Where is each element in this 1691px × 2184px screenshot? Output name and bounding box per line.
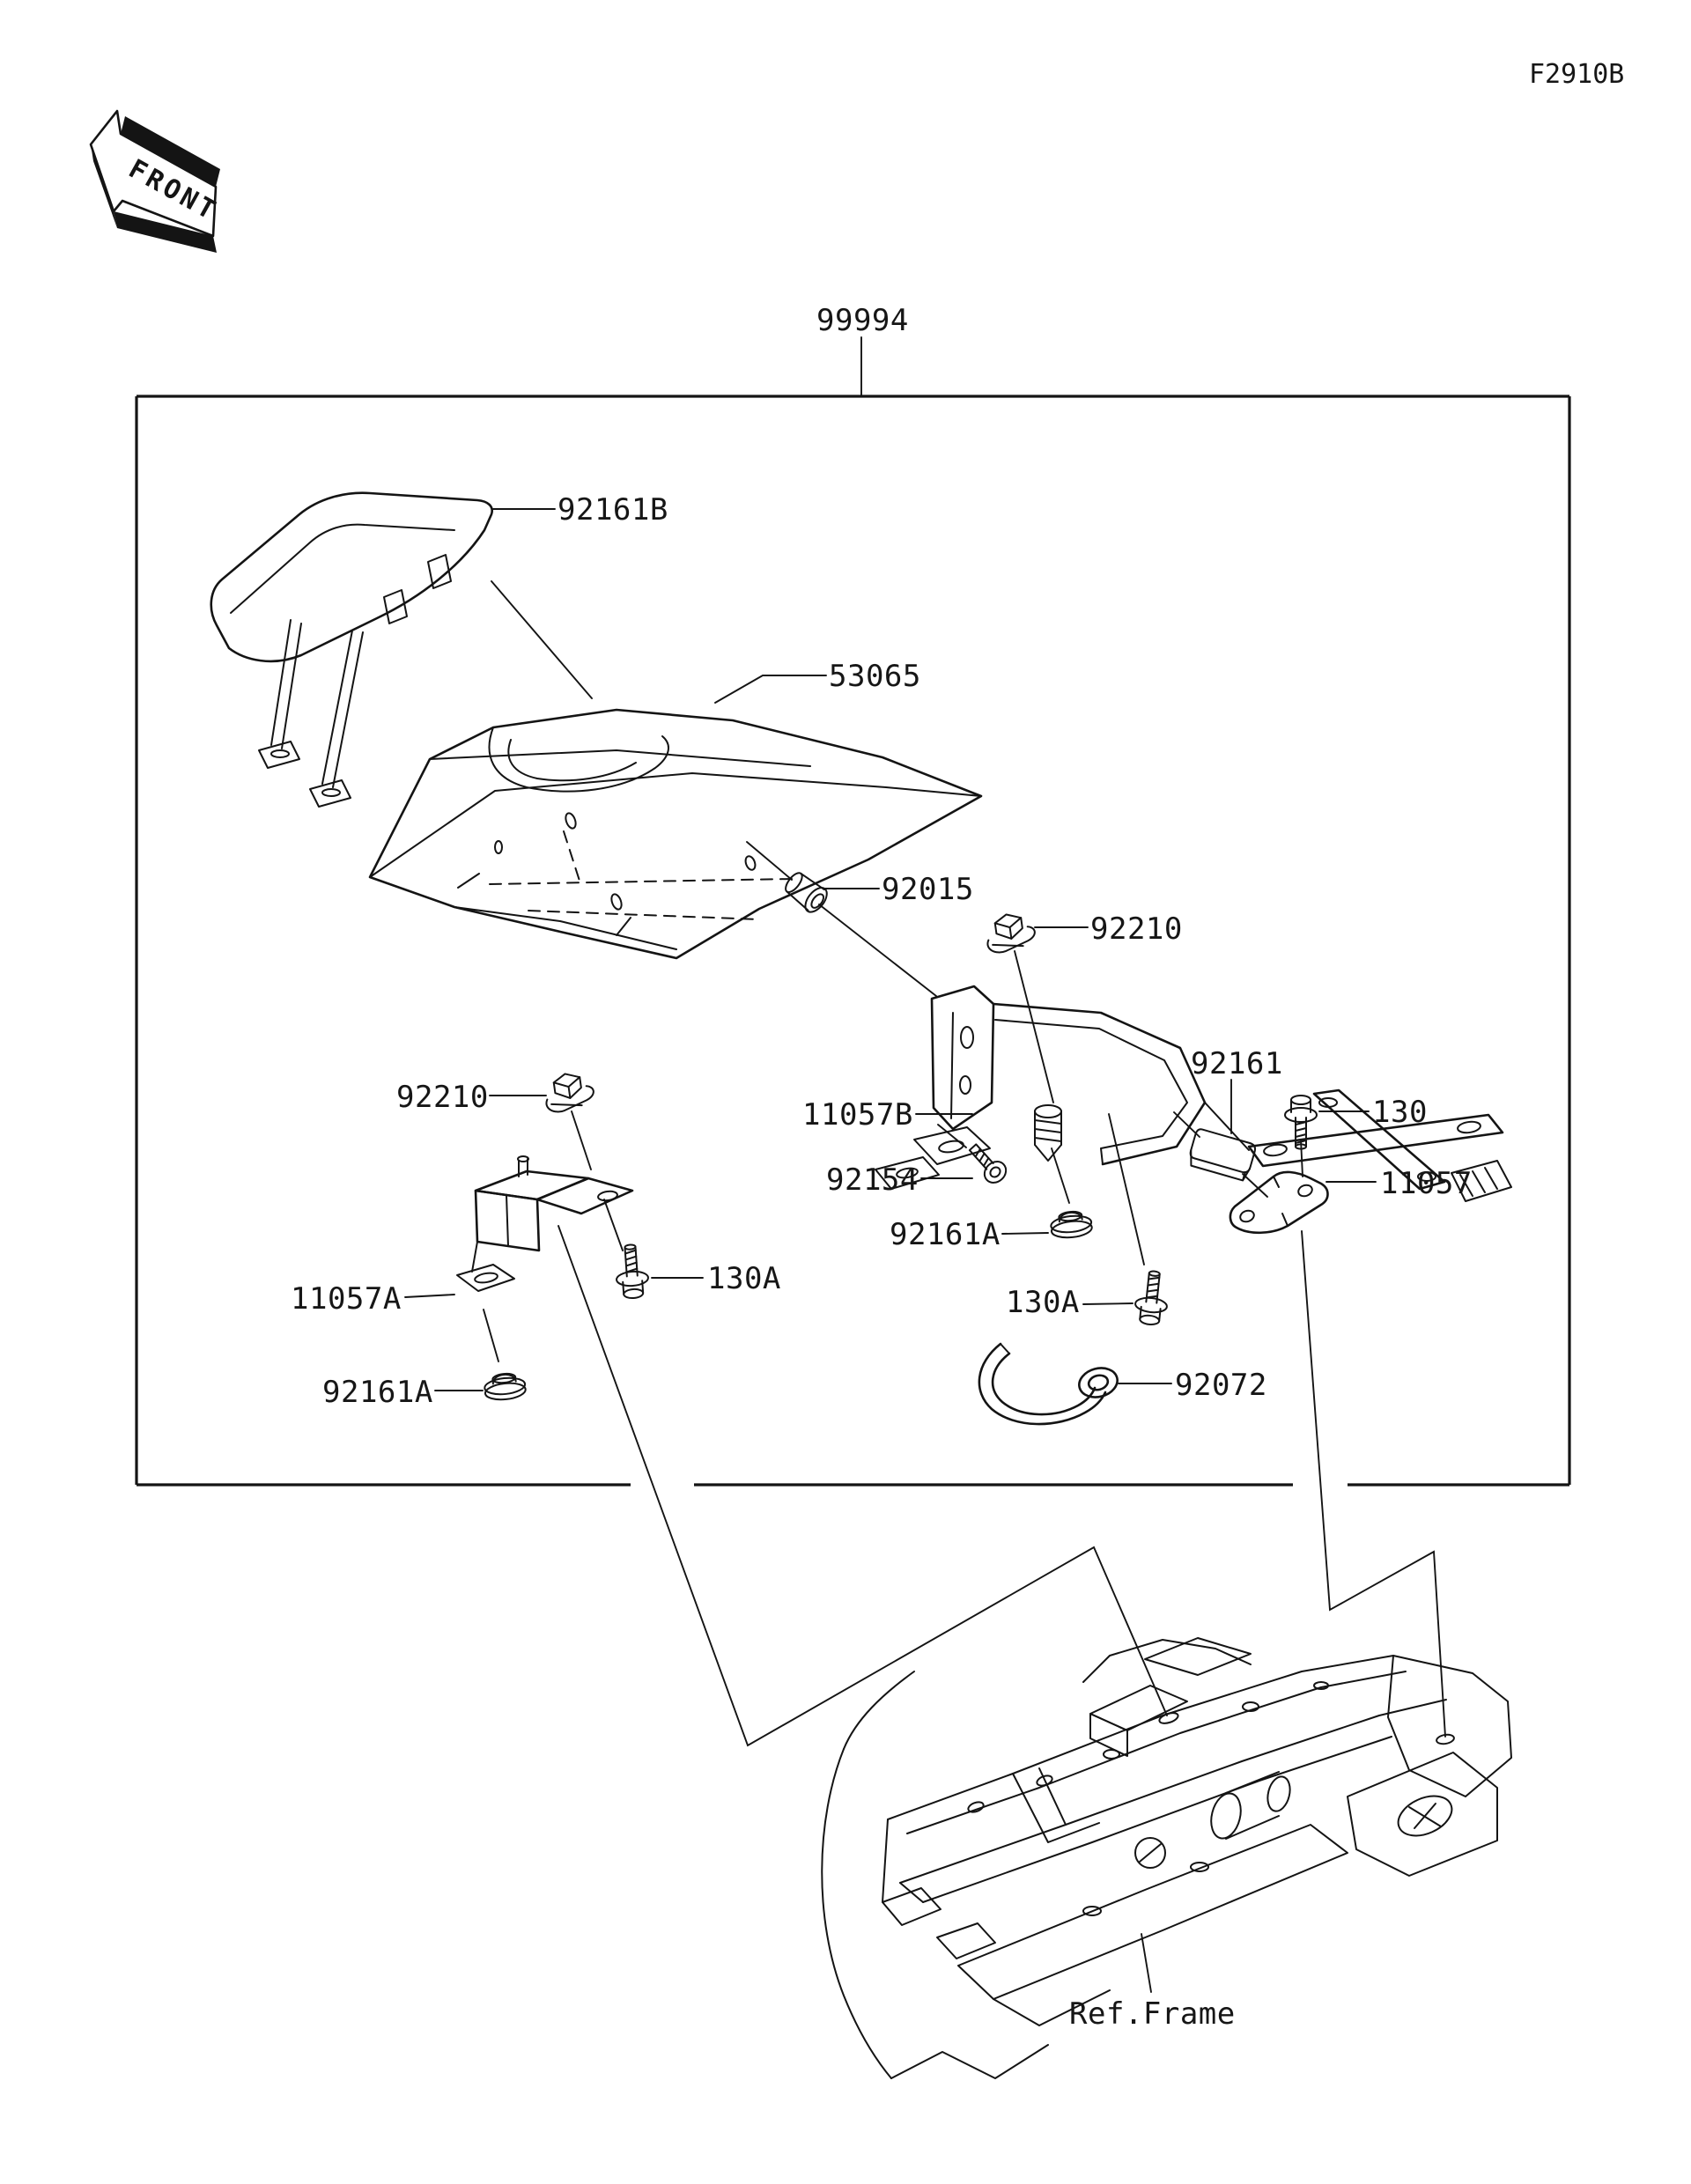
kit-number-label: 99994 bbox=[816, 303, 909, 338]
label-bolt-mid: 130A bbox=[1006, 1285, 1080, 1320]
connector-cowl-to-bracket bbox=[746, 841, 937, 997]
connector-bolt-left bbox=[603, 1199, 624, 1251]
part-collar bbox=[785, 872, 828, 913]
leader-bolt-mid bbox=[1082, 1302, 1133, 1305]
label-bracket-left: 11057A bbox=[291, 1281, 402, 1317]
label-nut-left: 92210 bbox=[396, 1080, 489, 1115]
part-bolt-mid bbox=[1132, 1268, 1171, 1327]
part-damper-mid bbox=[1048, 1208, 1094, 1241]
label-seat-pad: 92161B bbox=[558, 492, 668, 528]
connector-damper-mid bbox=[1051, 1147, 1070, 1204]
leader-ref-frame bbox=[1141, 1933, 1152, 1993]
drawing-code: F2910B bbox=[1529, 59, 1624, 90]
part-nut-right bbox=[983, 910, 1038, 956]
part-strap-bracket bbox=[1229, 1170, 1329, 1235]
part-nut-left bbox=[542, 1069, 597, 1115]
leader-bracket-left bbox=[404, 1294, 455, 1298]
part-damper-left bbox=[482, 1370, 528, 1403]
label-seat-cowl: 53065 bbox=[829, 659, 921, 694]
part-seat-pad bbox=[210, 491, 493, 808]
part-damper-pad bbox=[1189, 1128, 1257, 1182]
label-bolt-right: 130 bbox=[1372, 1095, 1428, 1130]
connector-bolt-right bbox=[1300, 1139, 1303, 1177]
connector-nut-right bbox=[1014, 950, 1054, 1103]
reference-frame bbox=[821, 1637, 1512, 2079]
connector-damper-left bbox=[483, 1309, 499, 1362]
connector-bolt-mid bbox=[1108, 1113, 1145, 1265]
part-bracket-main bbox=[875, 985, 1512, 1202]
connector-pad-to-cowl bbox=[491, 580, 593, 699]
part-seat-cowl bbox=[368, 708, 983, 960]
label-strap-bracket: 11057 bbox=[1380, 1166, 1473, 1201]
part-bolt-left bbox=[613, 1243, 651, 1301]
front-arrow-bottom-extrusion bbox=[114, 211, 217, 253]
connector-damper-pad bbox=[1173, 1111, 1268, 1198]
label-damper-mid: 92161A bbox=[890, 1217, 1001, 1252]
label-nut-right: 92210 bbox=[1090, 911, 1183, 947]
connector-nut-left bbox=[571, 1110, 592, 1170]
label-collar: 92015 bbox=[882, 872, 974, 907]
front-arrow-face bbox=[89, 109, 218, 238]
leader-damper-mid bbox=[1001, 1232, 1049, 1235]
label-bolt-left: 130A bbox=[707, 1261, 781, 1296]
label-screw: 92154 bbox=[826, 1162, 919, 1198]
label-bracket-main: 11057B bbox=[802, 1097, 913, 1133]
label-damper-pad: 92161 bbox=[1191, 1046, 1283, 1081]
front-arrow-head-extrusion bbox=[91, 144, 117, 228]
label-damper-left: 92161A bbox=[322, 1375, 433, 1410]
part-band bbox=[978, 1342, 1119, 1426]
mounting-leader-lines bbox=[558, 1225, 1455, 1747]
front-arrow-top-extrusion bbox=[121, 116, 220, 187]
part-screw bbox=[968, 1143, 1008, 1184]
connector-screw bbox=[937, 1124, 967, 1148]
label-ref-frame: Ref.Frame bbox=[1069, 1996, 1236, 2032]
kit-boundary-box bbox=[135, 395, 1571, 1487]
label-band: 92072 bbox=[1175, 1368, 1267, 1403]
front-arrow: FRONT bbox=[89, 109, 224, 253]
part-bracket-left bbox=[456, 1155, 634, 1292]
leader-seat-cowl bbox=[714, 675, 827, 704]
